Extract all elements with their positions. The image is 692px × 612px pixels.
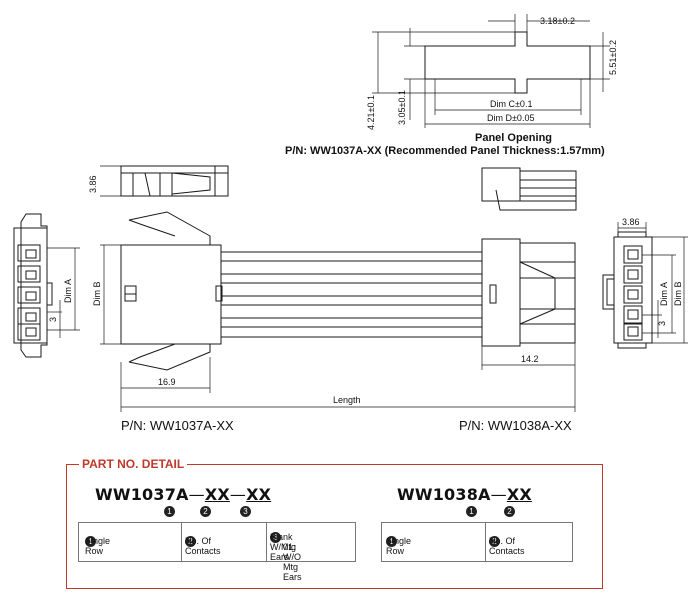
panel-dim-top-label: 3.18±0.2	[540, 16, 575, 26]
left-housing-side-view	[120, 211, 223, 371]
left-connector-front-view	[13, 213, 53, 358]
right-xx-1: XX	[506, 485, 532, 504]
panel-dim-c-label: Dim C±0.1	[490, 99, 532, 109]
left-cell-2-marker: 2	[185, 536, 196, 547]
panel-dim-d-label: Dim D±0.05	[487, 113, 534, 123]
left-cell-3-marker: 3	[270, 532, 281, 543]
dim-386-right: 3.86	[622, 217, 640, 227]
right-housing-top-view	[481, 167, 577, 211]
right-marker-2: 2	[504, 506, 515, 517]
left-housing-top-view	[120, 165, 229, 197]
right-cell-2-label: No. Of Contacts	[489, 536, 525, 556]
left-xx-2: XX	[246, 485, 272, 504]
right-cell-2-marker: 2	[489, 536, 500, 547]
right-part-base: WW1038A	[397, 485, 491, 504]
wire-bundle	[221, 251, 482, 338]
left-part-base: WW1037A	[95, 485, 189, 504]
panel-opening-shape	[424, 31, 591, 94]
left-marker-1: 1	[164, 506, 175, 517]
right-marker-1: 1	[466, 506, 477, 517]
left-part-number: WW1037A—XX—XX	[95, 485, 271, 504]
left-cell-3-line2: 01: W/O Mtg Ears	[283, 542, 302, 582]
left-marker-3: 3	[240, 506, 251, 517]
dim-169: 16.9	[158, 377, 176, 387]
left-cell-contacts: 2 No. Of Contacts	[181, 522, 267, 562]
left-cell-3-line1: Blank W/Mtg Ears	[270, 532, 296, 562]
panel-dim-left2-label: 3.05±0.1	[397, 90, 407, 125]
right-sep-1: —	[490, 485, 507, 504]
part-no-detail-box	[66, 464, 603, 589]
left-sep-2: —	[229, 485, 247, 504]
right-connector-front-view	[602, 231, 653, 349]
right-cell-contacts: 2 No. Of Contacts	[485, 522, 573, 562]
dim-length: Length	[333, 395, 361, 405]
right-part-number: WW1038A—XX	[397, 485, 532, 504]
panel-subtitle: P/N: WW1037A-XX (Recommended Panel Thick…	[285, 145, 605, 157]
dim-386-left: 3.86	[88, 175, 98, 193]
part-no-detail-title: PART NO. DETAIL	[79, 457, 188, 471]
left-cell-single-row: 1 Single Row	[78, 522, 182, 562]
dim-142: 14.2	[521, 354, 539, 364]
left-sep-1: —	[188, 485, 205, 504]
left-front-cavities	[17, 244, 41, 341]
dim-3-right: 3	[657, 321, 667, 326]
main-dimension-lines	[100, 244, 576, 412]
dim-b-mid: Dim B	[92, 282, 102, 307]
left-cell-1-label: Single Row	[85, 536, 111, 556]
left-xx-1: XX	[204, 485, 230, 504]
pn-right-label: P/N: WW1038A-XX	[459, 418, 572, 433]
pn-left-label: P/N: WW1037A-XX	[121, 418, 234, 433]
panel-title: Panel Opening	[475, 132, 552, 144]
panel-dim-left1-label: 4.21±0.1	[366, 95, 376, 130]
panel-dim-right-label: 5.51±0.2	[608, 40, 618, 75]
dim-a-right: Dim A	[659, 282, 669, 306]
dim-3-left: 3	[48, 317, 58, 322]
right-housing-side-view	[481, 238, 576, 347]
right-cell-1-label: Single Row	[386, 536, 412, 556]
right-cell-1-marker: 1	[386, 536, 397, 547]
left-cell-1-marker: 1	[85, 536, 96, 547]
left-marker-2: 2	[200, 506, 211, 517]
panel-dimension-lines	[372, 14, 610, 128]
left-cell-2-label: No. Of Contacts	[185, 536, 221, 556]
dim-a-left: Dim A	[63, 279, 73, 303]
dim-b-right: Dim B	[673, 282, 683, 307]
right-front-cavities	[623, 245, 643, 341]
